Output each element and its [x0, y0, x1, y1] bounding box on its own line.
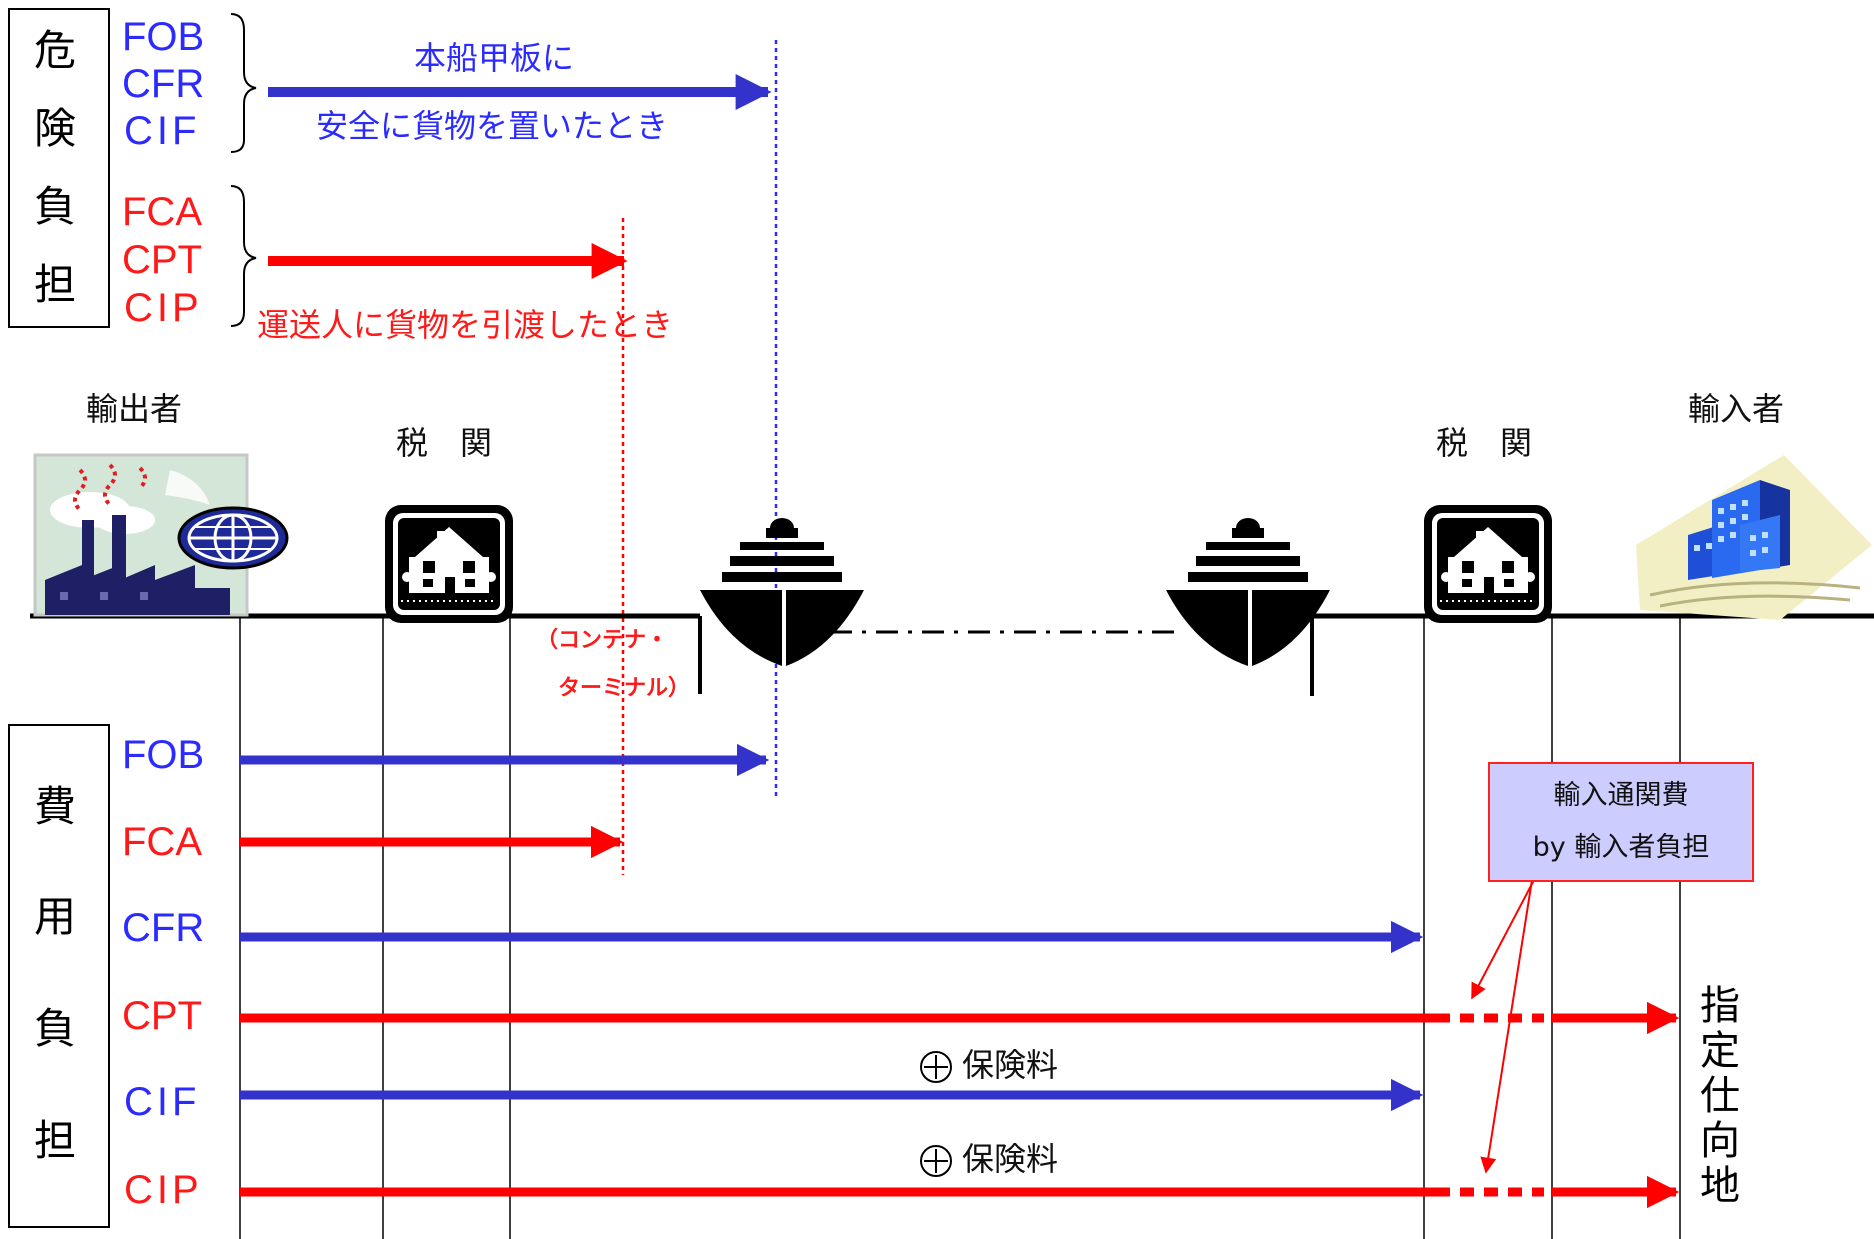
cost-code-cif: CIF: [124, 1080, 201, 1124]
terminal-label-line1: （コンテナ・: [536, 628, 669, 653]
plus-circle-icon-cip: [920, 1145, 952, 1177]
import-clearance-note: 輸入通関費 by 輸入者負担: [1488, 762, 1754, 882]
risk-code-cfr: CFR: [122, 62, 205, 106]
destination-char-3: 仕: [1700, 1073, 1740, 1119]
risk-title-char-4: 担: [34, 260, 77, 309]
cost-code-fca: FCA: [122, 820, 202, 864]
destination-char-1: 指: [1700, 983, 1740, 1029]
office-building-icon: [1636, 455, 1872, 620]
risk-code-cip: CIP: [124, 286, 203, 330]
cost-code-fob: FOB: [122, 733, 205, 777]
risk-code-cif: CIF: [124, 109, 201, 153]
insurance-label-cip: 保険料: [962, 1140, 1059, 1178]
plus-circle-icon-cif: [920, 1051, 952, 1083]
risk-code-fob: FOB: [122, 15, 205, 59]
brace-carrier-group: [230, 185, 257, 327]
insurance-label-cif: 保険料: [962, 1046, 1059, 1084]
cost-code-cpt: CPT: [122, 994, 202, 1038]
exporter-label: 輸出者: [86, 390, 183, 428]
cost-title-char-4: 担: [34, 1116, 77, 1165]
customs-left-label: 税 関: [396, 424, 493, 462]
risk-code-cpt: CPT: [122, 238, 202, 282]
import-clearance-line1: 輸入通関費: [1553, 780, 1689, 811]
cost-title-box: [8, 724, 110, 1228]
customs-house-icon-right: [1424, 505, 1552, 623]
risk-title-char-1: 危: [34, 26, 77, 75]
risk-label-carrier: 運送人に貨物を引渡したとき: [257, 306, 674, 344]
note-pointer-cpt: [1471, 879, 1535, 1000]
globe-icon: [177, 506, 289, 570]
note-pointer-cip: [1480, 879, 1533, 1174]
import-clearance-line2: by 輸入者負担: [1532, 832, 1710, 863]
terminal-label-line2: ターミナル）: [558, 676, 691, 701]
risk-label-sea-line2: 安全に貨物を置いたとき: [316, 107, 669, 145]
ship-icon-left: [700, 518, 864, 666]
cost-title-char-3: 負: [34, 1004, 77, 1053]
destination-char-2: 定: [1700, 1028, 1740, 1074]
cost-title-char-2: 用: [34, 892, 77, 941]
destination-char-4: 向: [1700, 1118, 1740, 1164]
risk-label-sea-line1: 本船甲板に: [414, 39, 575, 77]
ship-icon-right: [1166, 518, 1330, 666]
cost-code-cip: CIP: [124, 1168, 203, 1212]
risk-title-char-3: 負: [34, 182, 77, 231]
brace-sea-group: [230, 13, 257, 153]
cost-title-char-1: 費: [34, 782, 77, 831]
destination-char-5: 地: [1700, 1163, 1740, 1209]
customs-right-label: 税 関: [1436, 424, 1533, 462]
cost-code-cfr: CFR: [122, 906, 205, 950]
risk-title-box: [8, 8, 110, 328]
risk-title-char-2: 険: [34, 104, 77, 153]
risk-code-fca: FCA: [122, 190, 202, 234]
importer-label: 輸入者: [1688, 390, 1785, 428]
customs-house-icon-left: [385, 505, 513, 623]
